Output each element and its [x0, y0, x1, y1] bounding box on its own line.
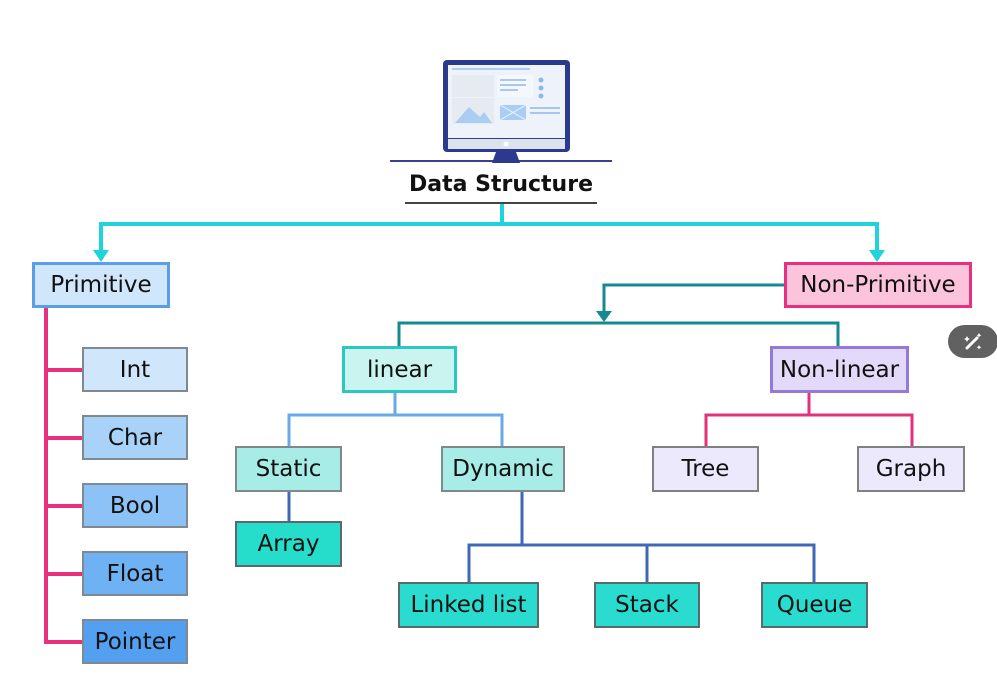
node-stack: Stack	[594, 582, 700, 628]
computer-monitor-icon	[390, 60, 612, 163]
node-tree: Tree	[652, 446, 759, 492]
node-float: Float	[82, 551, 188, 596]
node-graph: Graph	[857, 446, 965, 492]
node-non-primitive: Non-Primitive	[784, 262, 972, 308]
node-pointer: Pointer	[82, 619, 188, 664]
node-linear: linear	[342, 346, 457, 393]
node-static: Static	[235, 446, 342, 492]
node-linked-list: Linked list	[398, 582, 539, 628]
node-non-linear: Non-linear	[770, 346, 909, 393]
node-int: Int	[82, 347, 188, 392]
magic-edit-button[interactable]	[948, 325, 997, 358]
node-array: Array	[235, 521, 342, 567]
diagram-title: Data Structure	[405, 170, 597, 204]
node-char: Char	[82, 415, 188, 460]
node-dynamic: Dynamic	[441, 446, 565, 492]
node-bool: Bool	[82, 483, 188, 528]
magic-wand-icon	[964, 332, 982, 350]
node-queue: Queue	[761, 582, 868, 628]
node-primitive: Primitive	[32, 262, 170, 308]
